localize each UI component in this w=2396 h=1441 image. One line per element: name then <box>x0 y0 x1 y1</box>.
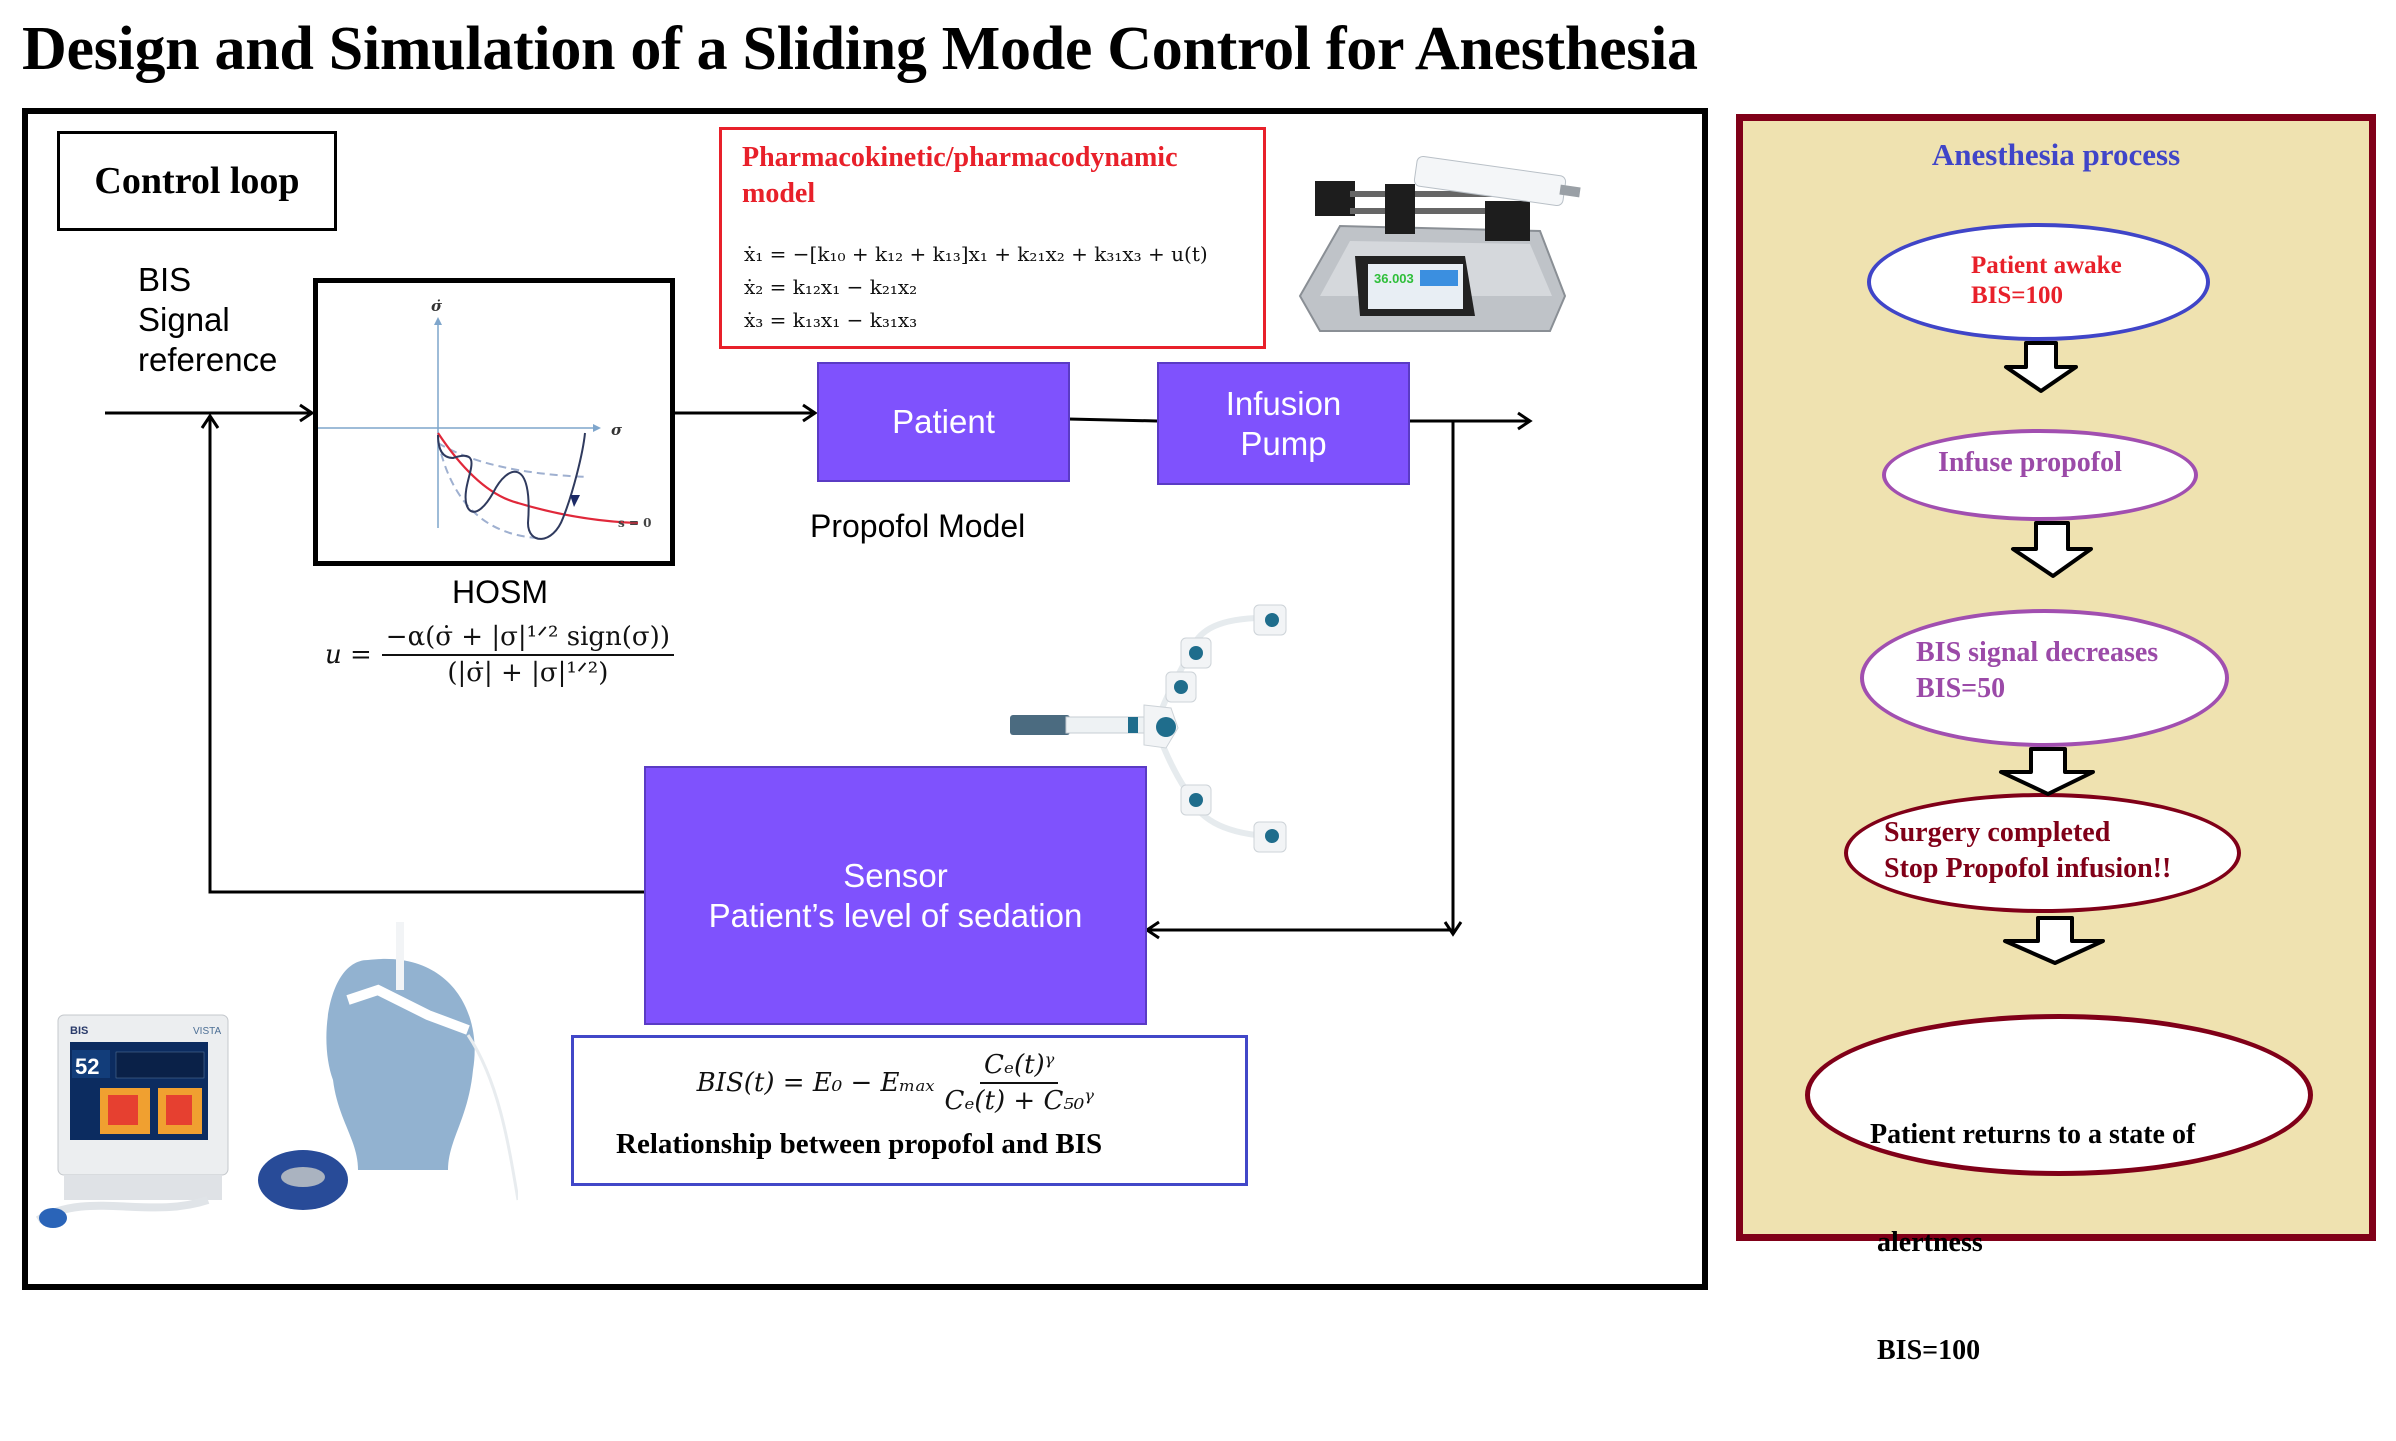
x-axis-label: σ <box>611 421 623 439</box>
process-arrows <box>1999 341 2105 965</box>
arrowhead-icon <box>1517 411 1533 431</box>
pk-pd-equations: ẋ₁ = −[k₁₀ + k₁₂ + k₁₃]x₁ + k₂₁x₂ + k₃₁x… <box>744 238 1208 337</box>
control-loop-label: Control loop <box>57 131 337 231</box>
process-step-infuse-propofol: Infuse propofol <box>1882 429 2198 521</box>
control-law-denominator: (|σ̇| + |σ|¹ᐟ²) <box>447 658 609 688</box>
arrowhead-icon <box>1144 920 1160 940</box>
bis-equation-lhs: BIS(t) = E₀ − Eₘₐₓ <box>696 1068 935 1098</box>
hosm-label: HOSM <box>452 574 548 610</box>
step-5-line-3: BIS=100 <box>1870 1335 1981 1366</box>
sensor-block: Sensor Patient’s level of sedation <box>644 766 1147 1025</box>
process-step-patient-returns: Patient returns to a state of alertness … <box>1805 1014 2313 1366</box>
phase-portrait: σ̇ σ s = 0 <box>318 297 652 540</box>
step-4-line-2: Stop Propofol infusion!! <box>1884 853 2172 884</box>
step-5-line-1: Patient returns to a state of <box>1870 1119 2196 1150</box>
y-axis-arrow-icon <box>434 317 442 325</box>
monitor-brand: BIS <box>70 1025 88 1037</box>
electrode-pads <box>1165 604 1287 853</box>
bis-equation-denominator: Cₑ(t) + C₅₀ᵞ <box>944 1086 1094 1116</box>
step-2-line-1: Infuse propofol <box>1938 447 2122 478</box>
bis-relationship-box: BIS(t) = E₀ − Eₘₐₓ Cₑ(t)ᵞ Cₑ(t) + C₅₀ᵞ R… <box>571 1035 1248 1186</box>
step-4-line-1: Surgery completed <box>1884 817 2111 848</box>
bis-electrode-sensor-image <box>1010 604 1287 853</box>
arrowhead-icon <box>1443 921 1463 937</box>
y-axis-label: σ̇ <box>431 297 443 315</box>
step-5-line-2: alertness <box>1870 1227 1983 1258</box>
arrowhead-icon <box>200 413 220 429</box>
down-arrow-icon <box>2003 916 2105 965</box>
x-axis-arrow-icon <box>593 424 601 432</box>
sliding-surface-curve <box>437 432 639 525</box>
step-1-line-2: BIS=100 <box>1971 282 2064 309</box>
hosm-phase-plot: σ̇ σ s = 0 <box>313 278 675 566</box>
down-arrow-icon <box>1999 747 2095 796</box>
process-step-bis-decreases: BIS signal decreases BIS=50 <box>1860 609 2229 747</box>
reference-line-1: BIS <box>138 261 192 298</box>
reference-line-3: reference <box>138 341 278 378</box>
bis-equation-fraction: Cₑ(t)ᵞ Cₑ(t) + C₅₀ᵞ <box>944 1050 1094 1116</box>
bis-equation: BIS(t) = E₀ − Eₘₐₓ Cₑ(t)ᵞ Cₑ(t) + C₅₀ᵞ <box>574 1050 1094 1116</box>
hosm-control-law: u = −α(σ̇ + |σ|¹ᐟ² sign(σ)) (|σ̇| + |σ|¹… <box>325 622 674 688</box>
anesthesia-process-title: Anesthesia process <box>1931 137 2181 172</box>
feedback-line <box>208 416 644 894</box>
page-title: Design and Simulation of a Sliding Mode … <box>22 15 1698 83</box>
anesthesia-process-panel: Anesthesia process Patient awake BIS=100… <box>1736 114 2376 1366</box>
process-step-patient-awake: Patient awake BIS=100 <box>1867 223 2210 341</box>
infusion-pump-line-2: Pump <box>1240 424 1327 462</box>
sensor-line-2: Patient’s level of sedation <box>708 896 1083 934</box>
pump-display-value: 36.003 <box>1374 271 1414 286</box>
pk-pd-model-title: Pharmacokinetic/pharmacodynamic model <box>742 142 1178 209</box>
arrowhead-icon <box>802 403 818 423</box>
sensor-line-1: Sensor <box>843 856 948 894</box>
monitor-model: VISTA <box>193 1026 221 1037</box>
control-law-lhs: u = <box>325 640 372 670</box>
process-step-surgery-completed: Surgery completed Stop Propofol infusion… <box>1844 793 2241 913</box>
reference-line-2: Signal <box>138 301 230 338</box>
trajectory-arrow-icon <box>570 495 580 507</box>
down-arrow-icon <box>2004 341 2078 393</box>
step-1-line-1: Patient awake <box>1971 252 2122 279</box>
patient-to-pump-line <box>1067 417 1158 423</box>
trajectory-curve <box>437 432 586 540</box>
arrowhead-icon <box>299 403 315 423</box>
control-law-fraction: −α(σ̇ + |σ|¹ᐟ² sign(σ)) (|σ̇| + |σ|¹ᐟ²) <box>381 622 674 688</box>
infusion-pump-block: Infusion Pump <box>1157 362 1410 485</box>
control-law-numerator: −α(σ̇ + |σ|¹ᐟ² sign(σ)) <box>381 622 674 656</box>
syringe-pump-image: 36.003 <box>1298 155 1581 332</box>
equation-x3: ẋ₃ = k₁₃x₁ − k₃₁x₃ <box>744 308 918 332</box>
control-loop-frame <box>22 108 1708 1290</box>
bis-signal-reference-label: BIS Signal reference <box>138 260 277 380</box>
step-3-line-2: BIS=50 <box>1916 673 2006 704</box>
down-arrow-icon <box>2011 521 2093 578</box>
equation-x2: ẋ₂ = k₁₂x₁ − k₂₁x₂ <box>744 275 918 299</box>
step-3-line-1: BIS signal decreases <box>1916 637 2159 668</box>
propofol-model-label: Propofol Model <box>810 508 1026 544</box>
bis-equation-numerator: Cₑ(t)ᵞ <box>979 1050 1059 1084</box>
patient-block: Patient <box>817 362 1070 482</box>
surface-label: s = 0 <box>618 516 652 530</box>
infusion-pump-line-1: Infusion <box>1225 384 1342 422</box>
pk-pd-model-box: Pharmacokinetic/pharmacodynamic model ẋ₁… <box>719 127 1266 349</box>
monitor-bis-value: 52 <box>75 1054 99 1079</box>
equation-x1: ẋ₁ = −[k₁₀ + k₁₂ + k₁₃]x₁ + k₂₁x₂ + k₃₁x… <box>744 242 1208 266</box>
bis-relationship-caption: Relationship between propofol and BIS <box>616 1128 1103 1160</box>
connector-lines <box>101 229 1533 940</box>
bis-monitor-image: BIS VISTA 52 <box>35 922 518 1228</box>
